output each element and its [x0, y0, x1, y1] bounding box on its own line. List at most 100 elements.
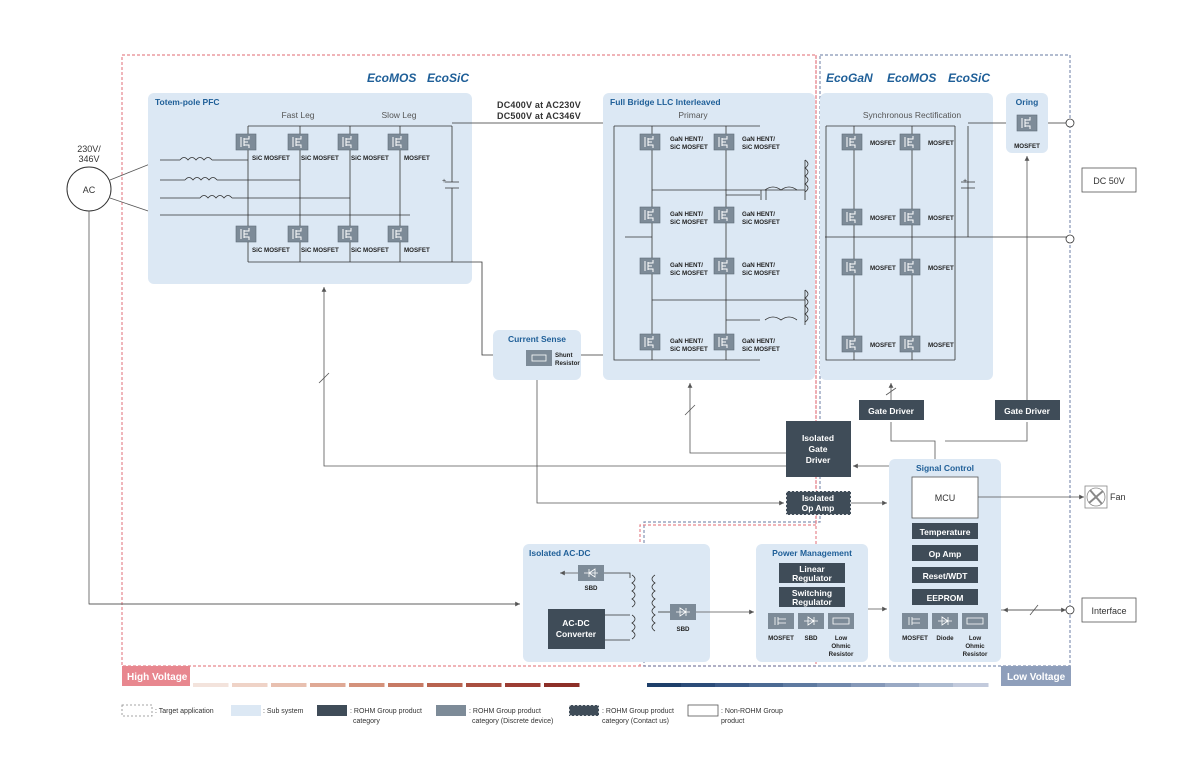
high-voltage-badge	[122, 666, 190, 686]
isolated-op-amp-2: Op Amp	[802, 503, 835, 513]
gradient-segment	[953, 683, 989, 687]
acdc-converter-1: AC-DC	[562, 618, 589, 628]
legend-rohm-2: category	[353, 718, 380, 725]
linear-regulator-1: Linear	[799, 564, 825, 574]
signal-control-devices	[902, 613, 988, 629]
svg-text:+: +	[963, 178, 967, 185]
svg-text:MOSFET: MOSFET	[928, 215, 954, 222]
gradient-segment	[783, 683, 819, 687]
llc-device-labels: GaN HENT/SiC MOSFET GaN HENT/SiC MOSFET …	[670, 136, 780, 353]
pfc-device-7: SiC MOSFET	[351, 247, 389, 254]
svg-text:MOSFET: MOSFET	[870, 342, 896, 349]
pfc-subsystem	[148, 93, 472, 284]
brand-ecosic-sr: EcoSiC	[948, 71, 990, 85]
legend-nonrohm-1: : Non-ROHM Group	[721, 708, 783, 715]
reset-wdt-box	[912, 567, 978, 583]
gate-driver-left	[859, 400, 924, 420]
mcu-label: MCU	[935, 493, 956, 503]
pm-device-mosfet: MOSFET	[768, 635, 794, 642]
svg-text:GaN HENT/: GaN HENT/	[742, 211, 775, 218]
svg-text:GaN HENT/: GaN HENT/	[670, 262, 703, 269]
legend-subsystem-swatch	[231, 705, 261, 716]
voltage-gradient-bar	[193, 683, 989, 687]
temperature-label: Temperature	[920, 527, 971, 537]
eeprom-box	[912, 589, 978, 605]
gradient-segment	[544, 683, 580, 687]
isolated-gate-driver-2: Gate	[809, 444, 828, 454]
fan-icon	[1084, 485, 1108, 509]
legend-target-swatch	[121, 704, 153, 717]
isolated-acdc-title: Isolated AC-DC	[529, 548, 591, 558]
linear-regulator-2: Regulator	[792, 573, 832, 583]
sc-device-low: Low	[969, 635, 982, 642]
power-mgmt-devices	[768, 613, 854, 629]
pm-device-ohmic: Ohmic	[831, 643, 851, 650]
fan-label: Fan	[1110, 492, 1126, 502]
gradient-segment	[647, 683, 683, 687]
interface-box	[1081, 597, 1137, 623]
reset-wdt-label: Reset/WDT	[923, 571, 969, 581]
pm-device-sbd: SBD	[804, 635, 818, 642]
legend-rohm-swatch	[317, 705, 347, 716]
legend-contact-2: category (Contact us)	[602, 718, 669, 725]
gradient-segment	[505, 683, 541, 687]
high-voltage-outline	[121, 54, 817, 667]
dc-bus-line2: DC500V at AC346V	[497, 111, 581, 121]
svg-text:SiC MOSFET: SiC MOSFET	[742, 219, 780, 226]
acdc-sbd-top-label: SBD	[584, 585, 598, 592]
pfc-device-1: SiC MOSFET	[252, 155, 290, 162]
gradient-segment	[851, 683, 887, 687]
gradient-segment	[749, 683, 785, 687]
pfc-capacitor	[445, 126, 459, 262]
output-terminal-negative	[1065, 234, 1075, 244]
op-amp-box	[912, 545, 978, 561]
interface-label: Interface	[1091, 606, 1126, 616]
gate-driver-left-label: Gate Driver	[868, 406, 915, 416]
svg-text:MOSFET: MOSFET	[870, 215, 896, 222]
llc-primary-label: Primary	[678, 110, 708, 120]
brand-ecomos-pfc: EcoMOS	[367, 71, 416, 85]
isolated-gate-driver-1: Isolated	[802, 433, 834, 443]
svg-text:SiC MOSFET: SiC MOSFET	[670, 144, 708, 151]
shunt-label-2: Resistor	[555, 360, 580, 367]
svg-text:GaN HENT/: GaN HENT/	[742, 136, 775, 143]
sc-device-mosfet: MOSFET	[902, 635, 928, 642]
svg-text:SiC MOSFET: SiC MOSFET	[742, 270, 780, 277]
legend-nonrohm-swatch	[687, 704, 719, 717]
ac-label: AC	[83, 185, 96, 195]
svg-text:GaN HENT/: GaN HENT/	[670, 211, 703, 218]
acdc-converter	[548, 609, 605, 649]
svg-text:SiC MOSFET: SiC MOSFET	[742, 346, 780, 353]
svg-text:GaN HENT/: GaN HENT/	[670, 136, 703, 143]
dc-bus-line1: DC400V at AC230V	[497, 100, 581, 110]
switching-regulator	[779, 587, 845, 607]
switching-regulator-1: Switching	[792, 588, 832, 598]
legend-discrete-1: : ROHM Group product	[469, 708, 541, 715]
gradient-segment	[681, 683, 717, 687]
svg-text:MOSFET: MOSFET	[928, 265, 954, 272]
llc-subsystem	[603, 93, 815, 380]
gradient-segment	[885, 683, 921, 687]
svg-text:SiC MOSFET: SiC MOSFET	[742, 144, 780, 151]
low-voltage-outline	[643, 54, 1071, 667]
power-mgmt-title: Power Management	[772, 548, 852, 558]
high-voltage-label: High Voltage	[127, 672, 188, 683]
sc-device-ohmic: Ohmic	[965, 643, 985, 650]
gradient-segment	[388, 683, 424, 687]
sc-device-diode: Diode	[936, 635, 954, 642]
svg-text:MOSFET: MOSFET	[928, 140, 954, 147]
legend-contact-swatch	[568, 704, 600, 717]
svg-text:MOSFET: MOSFET	[870, 265, 896, 272]
sc-device-resistor: Resistor	[963, 651, 988, 658]
acdc-sbd-right-label: SBD	[676, 626, 690, 633]
dc-output-box	[1081, 167, 1137, 193]
brand-ecomos-sr: EcoMOS	[887, 71, 936, 85]
svg-text:SiC MOSFET: SiC MOSFET	[670, 219, 708, 226]
gate-driver-right	[995, 400, 1060, 420]
sr-subsystem	[820, 93, 993, 380]
oring-title: Oring	[1016, 97, 1039, 107]
acdc-converter-2: Converter	[556, 629, 597, 639]
output-terminal-positive	[1065, 118, 1075, 128]
